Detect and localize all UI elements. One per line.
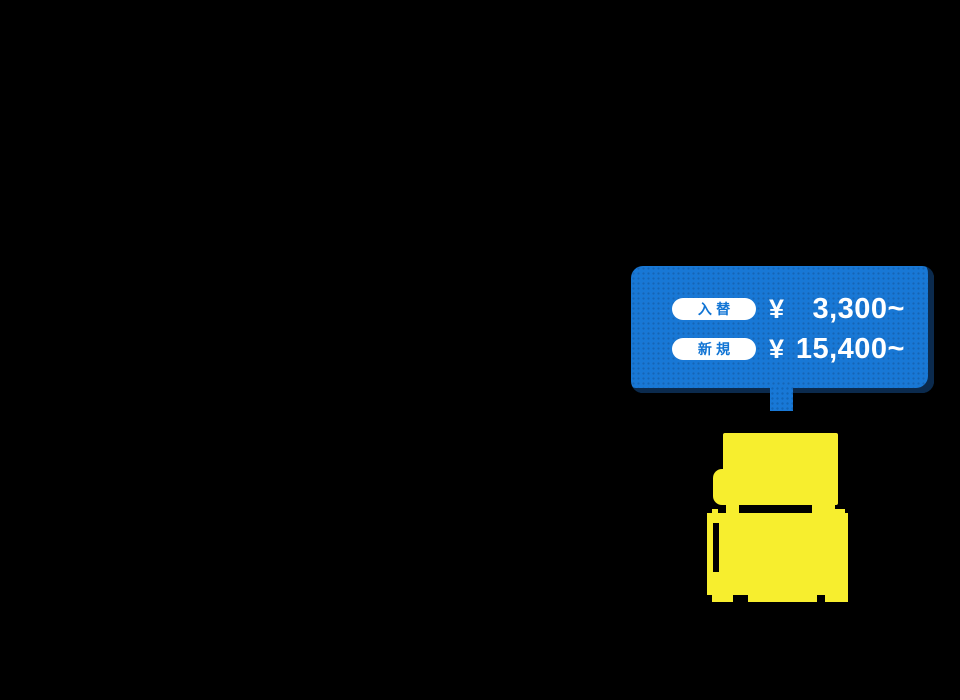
price-replacement-amount: 3,300~	[812, 292, 905, 325]
badge-new: 新規	[672, 338, 756, 360]
price-row-replacement: 入替 ¥ 3,300~	[672, 293, 934, 325]
yen-symbol: ¥	[769, 333, 785, 364]
silhouette-tab-bottom-middle	[748, 595, 817, 602]
silhouette-bump-top-right	[835, 509, 845, 514]
price-new-amount: 15,400~	[795, 332, 905, 365]
silhouette-foot-left	[726, 505, 739, 513]
silhouette-top-block	[723, 433, 838, 505]
silhouette-tab-bottom-right	[825, 595, 848, 602]
silhouette-bottom-block	[707, 513, 848, 595]
price-new: ¥ 15,400~	[769, 333, 905, 366]
price-callout-bubble: 入替 ¥ 3,300~ 新規 ¥ 15,400~	[631, 266, 934, 393]
silhouette-left-bump	[713, 469, 733, 505]
badge-replacement: 入替	[672, 298, 756, 320]
silhouette-slit-notch	[713, 523, 719, 572]
speech-bubble-tail-icon	[770, 386, 793, 411]
silhouette-foot-right	[812, 505, 835, 513]
silhouette-tab-bottom-left	[712, 595, 733, 602]
yen-symbol: ¥	[769, 293, 785, 324]
price-row-new: 新規 ¥ 15,400~	[672, 333, 934, 365]
price-replacement: ¥ 3,300~	[769, 293, 905, 326]
silhouette-bump-top-left	[712, 509, 718, 514]
highlighted-object-silhouette	[707, 433, 848, 602]
